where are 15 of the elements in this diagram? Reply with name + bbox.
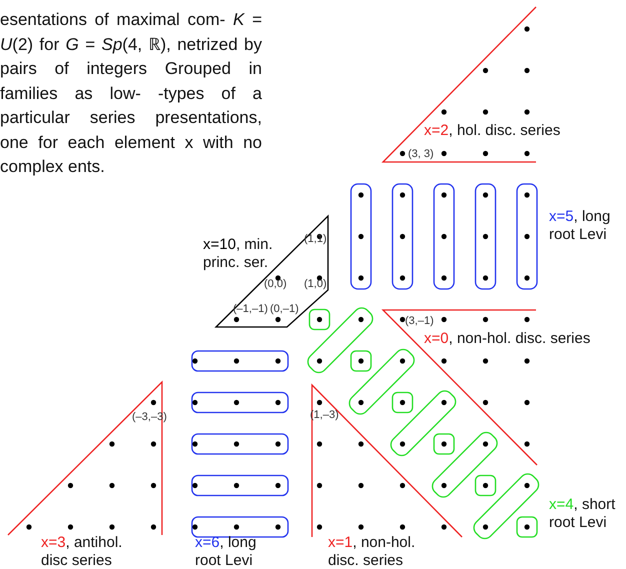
coordinate-label: (–1,–1) xyxy=(233,303,268,315)
coordinate-label: (0,0) xyxy=(264,278,287,290)
family-label: x=3, antihol. disc series xyxy=(41,534,124,569)
family-label: x=2, hol. disc. series xyxy=(424,122,560,140)
coordinate-label: (0,–1) xyxy=(270,303,299,315)
family-label: x=0, non-hol. disc. series xyxy=(424,330,590,348)
family-label: x=4, short root Levi xyxy=(549,496,616,532)
coordinate-label: (3, 3) xyxy=(408,148,434,160)
family-label: x=1, non-hol. disc. series xyxy=(328,534,416,569)
coordinate-label: (1,0) xyxy=(304,278,327,290)
family-label: x=10, min. princ. ser. xyxy=(203,236,274,272)
caption-paragraph: esentations of maximal com- K = U(2) for G = Sp(4, ℝ), netrized by pairs of integers Grouped in families as low- -types of a particular series presentations, one for each element x with no complex ents. xyxy=(0,9,262,178)
coordinate-label: (1,1) xyxy=(304,233,327,245)
coordinate-label: (3,–1) xyxy=(405,315,434,327)
family-label: x=5, long root Levi xyxy=(549,208,612,244)
